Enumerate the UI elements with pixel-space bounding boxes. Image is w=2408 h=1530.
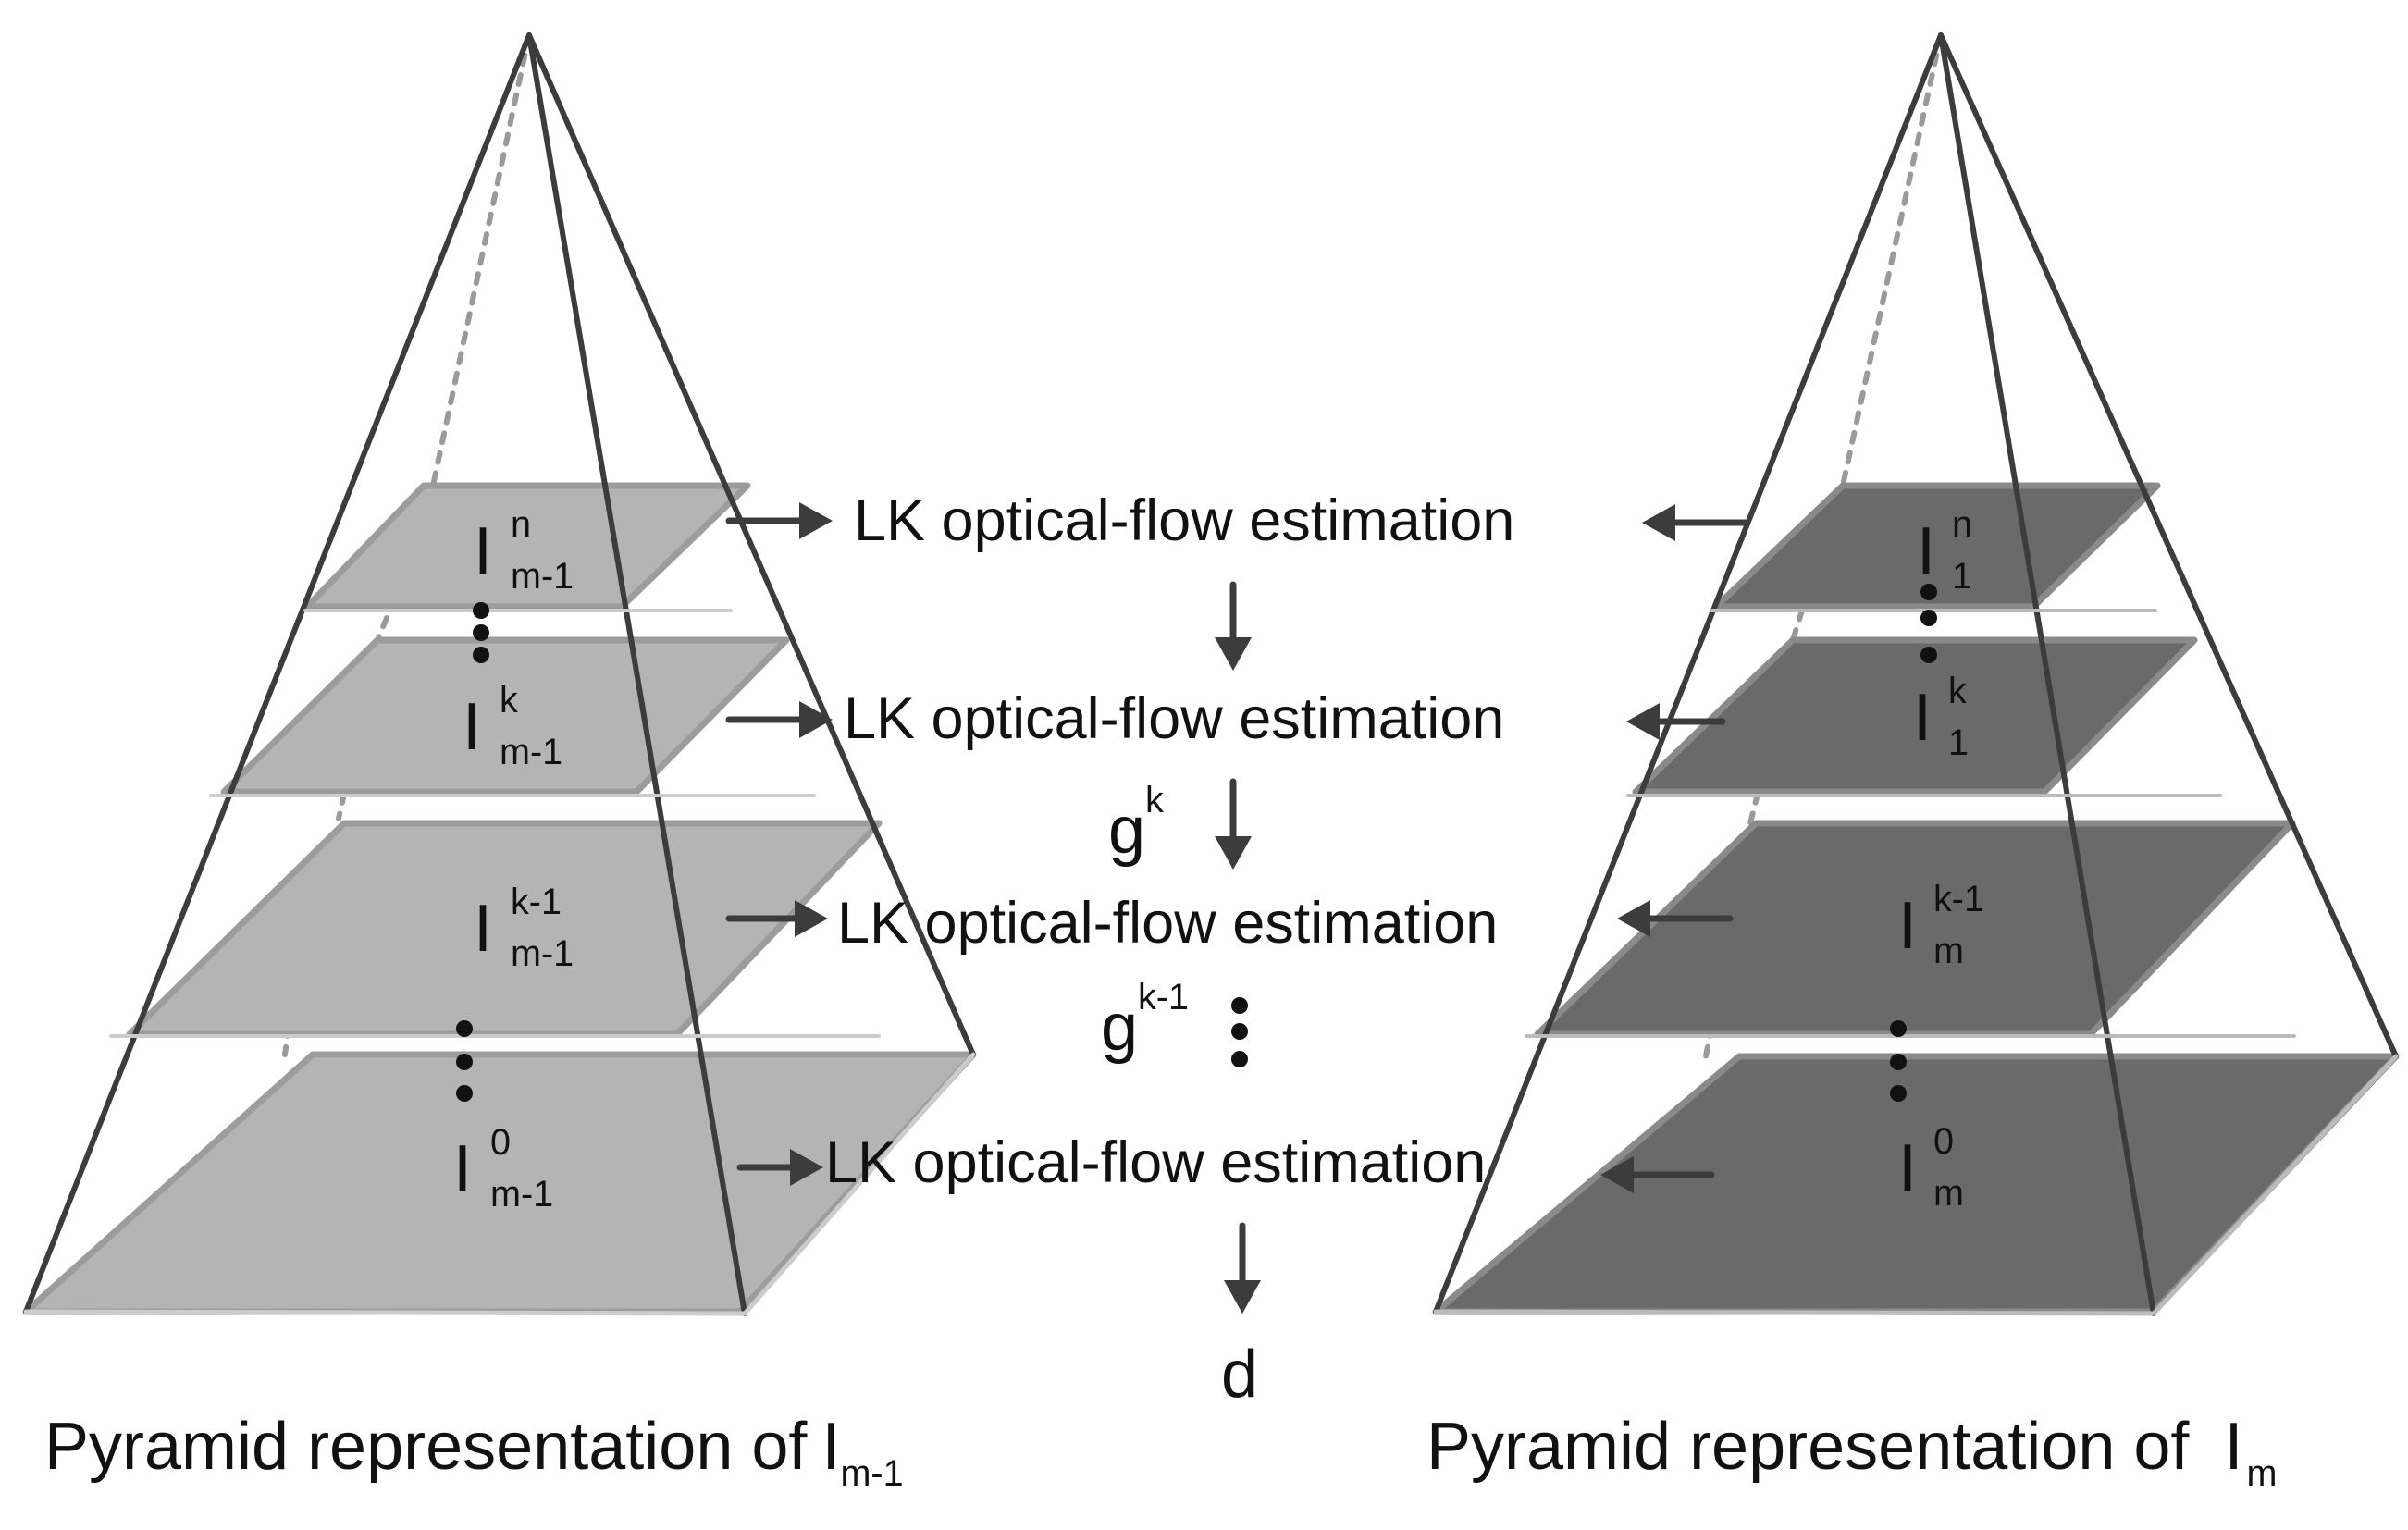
flow-variable-gk: g k <box>1108 780 1164 868</box>
left-pyramid-edge-left <box>23 32 532 1314</box>
left-layer-k <box>220 636 790 796</box>
arrow-down-2-head <box>1215 836 1252 870</box>
left-layer-n <box>303 482 751 611</box>
arrow-down-1-head <box>1215 637 1252 671</box>
left-dots-lower-1 <box>456 1054 473 1070</box>
center-dots-1 <box>1231 1023 1248 1040</box>
left-pyramid-hidden-edge <box>430 32 532 488</box>
arrow-down-3-head <box>1224 1280 1261 1314</box>
left-dots-lower-0 <box>456 1020 473 1037</box>
right-dots-lower-1 <box>1890 1054 1907 1070</box>
right-level-k-label: I k 1 <box>1913 671 1970 763</box>
lk-estimation-label-n: LK optical-flow estimation <box>854 488 1515 553</box>
output-d-label: d <box>1221 1338 1259 1412</box>
left-layer-k-1 <box>126 820 883 1038</box>
arrow-left-to-lk-0-head <box>790 1149 823 1186</box>
left-pyramid-edge-front <box>526 32 747 1316</box>
right-dots-upper-1 <box>1920 610 1937 626</box>
right-pyramid-edge-front <box>1938 32 2156 1316</box>
flow-variable-gk-1: g k-1 <box>1101 977 1189 1065</box>
left-dots-upper-0 <box>473 602 489 619</box>
left-level-k-label: I k m-1 <box>463 680 563 772</box>
right-dots-upper-0 <box>1920 584 1937 600</box>
left-pyramid-caption: Pyramid representation of I m-1 <box>44 1410 904 1494</box>
right-pyramid-caption: Pyramid representation of I m <box>1426 1410 2278 1494</box>
arrow-left-to-lk-k-head <box>799 701 833 738</box>
left-level-0-label: I 0 m-1 <box>453 1122 554 1215</box>
left-pyramid-base-right <box>742 1052 976 1316</box>
right-dots-lower-0 <box>1890 1020 1907 1037</box>
right-level-k-1-label: I k-1 m <box>1898 879 1984 971</box>
left-pyramid-base-front <box>23 1309 747 1316</box>
right-pyramid-edge-right <box>1938 32 2399 1059</box>
right-level-0-label: I 0 m <box>1898 1121 1964 1214</box>
left-dots-upper-1 <box>473 624 489 641</box>
right-layer-n <box>1712 482 2161 611</box>
lk-estimation-label-k: LK optical-flow estimation <box>844 686 1505 751</box>
right-pyramid-edge-left <box>1433 32 1944 1314</box>
right-dots-lower-2 <box>1890 1085 1907 1102</box>
right-pyramid-hidden-edge <box>1840 32 1944 488</box>
left-pyramid-edge-right <box>526 32 976 1057</box>
arrow-right-to-lk-0-head <box>1600 1156 1634 1193</box>
right-level-n-label: I n 1 <box>1917 504 1973 597</box>
arrow-right-to-lk-k-1-head <box>1617 900 1650 937</box>
right-pyramid-hidden-edge-3 <box>1747 791 1760 826</box>
left-level-n-label: I n m-1 <box>474 504 574 597</box>
right-pyramid-base-front <box>1433 1309 2156 1316</box>
arrow-left-to-lk-k-1-head <box>795 900 828 937</box>
left-level-k-1-label: I k-1 m-1 <box>474 882 574 974</box>
arrow-right-to-lk-k-head <box>1626 703 1660 740</box>
arrow-left-to-lk-n-head <box>799 502 833 539</box>
left-pyramid-hidden-edge-3 <box>336 791 347 821</box>
right-layer-k <box>1632 636 2198 796</box>
left-dots-upper-2 <box>473 647 489 663</box>
left-pyramid-hidden-edge-2 <box>375 615 389 643</box>
left-dots-lower-2 <box>456 1085 473 1102</box>
lk-estimation-label-k-1: LK optical-flow estimation <box>837 891 1499 956</box>
center-dots-0 <box>1231 997 1248 1014</box>
lk-estimation-label-0: LK optical-flow estimation <box>825 1130 1487 1195</box>
arrow-right-to-lk-n-head <box>1642 504 1675 541</box>
right-pyramid-base-right <box>2151 1054 2399 1316</box>
center-dots-2 <box>1231 1051 1248 1067</box>
right-pyramid-hidden-edge-2 <box>1790 608 1805 643</box>
right-dots-upper-2 <box>1920 647 1937 663</box>
